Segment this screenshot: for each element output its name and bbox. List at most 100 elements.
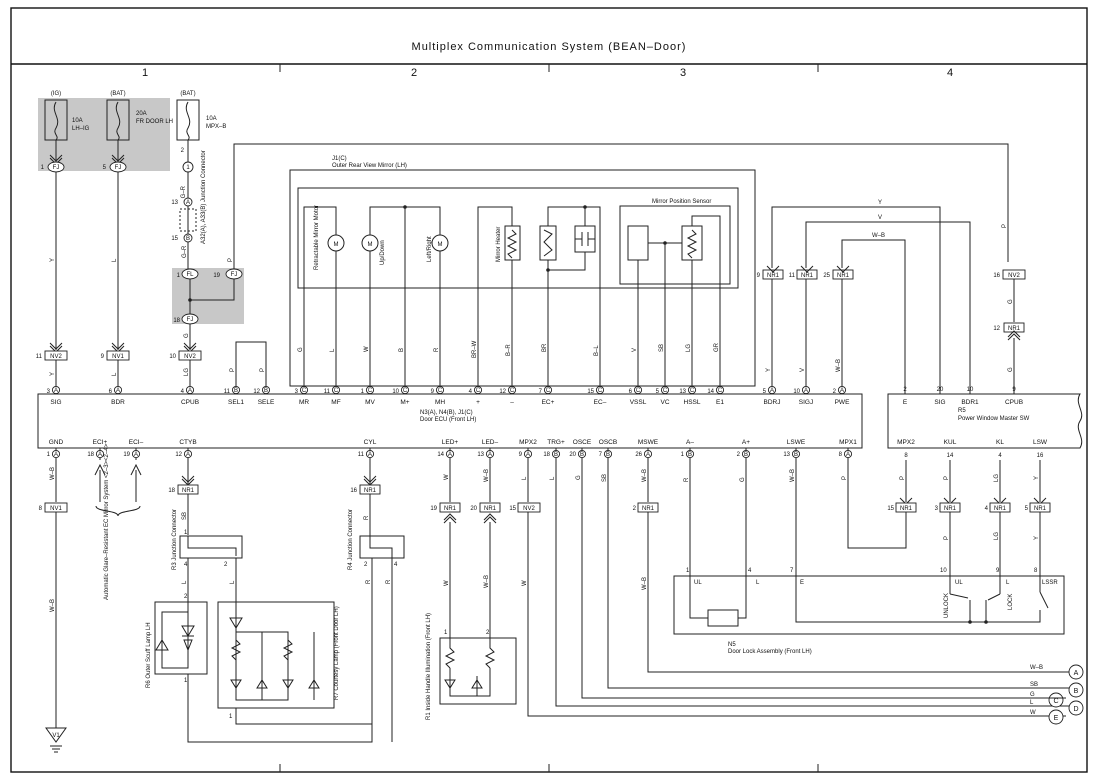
jc-pin-a: 13 [171, 200, 178, 206]
svg-text:SB: SB [1030, 682, 1038, 688]
terminal-label: MV [365, 399, 375, 406]
led-wiring: W W–B 19 NR1 20 NR1 W W–B 1 2 R1 Inside … [426, 460, 517, 720]
terminal-conn: B [606, 452, 610, 458]
svg-text:W–B: W–B [484, 575, 490, 588]
terminal-label: PWE [835, 399, 850, 406]
fuse-icon [185, 101, 191, 141]
terminal-conn: B [554, 452, 558, 458]
svg-text:R: R [366, 579, 372, 584]
svg-text:R: R [364, 515, 370, 520]
terminal-conn: B [264, 388, 268, 394]
svg-text:G: G [576, 475, 582, 480]
terminal-label: SIG [934, 399, 945, 406]
offpage-e-icon [1048, 709, 1064, 725]
svg-text:NV2: NV2 [50, 354, 62, 360]
offpage-wiring: L 15 NV2 W L G SB W–B 2 NR1 W–B W–B SB G… [509, 460, 1084, 725]
terminal-pin: 13 [783, 452, 790, 458]
svg-text:B–L: B–L [594, 345, 600, 356]
terminal-conn: A [116, 388, 120, 394]
terminal-pin: 7 [599, 452, 603, 458]
terminal-label: M+ [400, 399, 409, 406]
column-label-1: 1 [142, 67, 148, 79]
door-ecu: N3(A), N4(B), J1(C) Door ECU (Front LH) … [37, 385, 863, 460]
svg-text:A: A [1074, 670, 1079, 677]
fuse-frdoor: (BAT) 20A FR DOOR LH 5 FJ [103, 91, 173, 173]
terminal-pin: 18 [543, 452, 550, 458]
svg-text:W–B: W–B [642, 577, 648, 590]
terminal-pin: 2 [737, 452, 741, 458]
svg-text:NR1: NR1 [944, 506, 957, 512]
fuse-name: LH–IG [72, 126, 90, 132]
terminal-label: A+ [742, 439, 750, 446]
svg-text:NR1: NR1 [182, 488, 195, 494]
svg-text:W: W [1030, 710, 1036, 716]
column-label-2: 2 [411, 67, 417, 79]
svg-text:G: G [1008, 299, 1014, 304]
fuse-connector-tag: 1 [186, 165, 190, 171]
svg-text:Retractable Mirror Motor: Retractable Mirror Motor [314, 205, 320, 270]
svg-text:BR–W: BR–W [472, 340, 478, 358]
terminal-conn: C [718, 388, 723, 394]
svg-text:L: L [522, 476, 528, 480]
jc-conn-a: A [186, 200, 190, 206]
terminal-pin: 8 [904, 453, 908, 459]
terminal-label: EC+ [542, 399, 555, 406]
svg-text:NR1: NR1 [642, 506, 655, 512]
terminal-pin: 4 [181, 389, 185, 395]
mirror-name: Outer Rear View Mirror (LH) [332, 163, 407, 169]
svg-text:W: W [444, 474, 450, 480]
svg-text:Y: Y [878, 200, 882, 206]
svg-text:B–R: B–R [506, 344, 512, 356]
terminal-label: – [510, 399, 514, 406]
terminal-conn: C [510, 388, 515, 394]
column-label-3: 3 [680, 67, 686, 79]
svg-text:NR1: NR1 [837, 273, 850, 279]
terminal-conn: C [368, 388, 373, 394]
pws-bottom-wiring: P P LG Y 15 NR1 3 NR1 4 NR1 5 NR1 P LG Y [887, 460, 1051, 576]
svg-text:8: 8 [1034, 568, 1038, 574]
terminal-conn: B [688, 452, 692, 458]
svg-text:D: D [1073, 706, 1078, 713]
terminal-conn: A [368, 452, 372, 458]
svg-text:NR1: NR1 [900, 506, 913, 512]
svg-text:L: L [112, 258, 118, 262]
terminal-label: HSSL [684, 399, 701, 406]
terminal-label: + [476, 399, 480, 406]
svg-text:18: 18 [168, 488, 175, 494]
terminal-pin: 11 [224, 389, 231, 395]
terminal-pin: 13 [477, 452, 484, 458]
svg-text:NR1: NR1 [444, 506, 457, 512]
terminal-label: LED+ [442, 439, 459, 446]
svg-text:W–B: W–B [50, 467, 56, 480]
svg-text:4: 4 [748, 568, 752, 574]
svg-text:LG: LG [994, 532, 1000, 540]
svg-text:18: 18 [173, 318, 180, 324]
terminal-label: KUL [944, 439, 957, 446]
ecu-name: Door ECU (Front LH) [420, 417, 476, 423]
svg-text:NR1: NR1 [801, 273, 814, 279]
terminal-label: BDR1 [961, 399, 979, 406]
svg-text:FL: FL [186, 272, 194, 278]
terminal-pin: 7 [539, 389, 543, 395]
svg-text:16: 16 [350, 488, 357, 494]
terminal-label: KL [996, 439, 1004, 446]
terminal-pin: 12 [499, 389, 506, 395]
svg-text:Y: Y [1034, 536, 1040, 540]
terminal-conn: A [448, 452, 452, 458]
terminal-label: CPUB [1005, 399, 1023, 406]
svg-text:V: V [800, 368, 806, 372]
door-lock-assembly: R G W–B P N5 Door Lock Assembly (Front L… [673, 460, 1065, 655]
mirror-ref: J1(C) [332, 156, 347, 162]
terminal-label: EC– [594, 399, 607, 406]
fuse-supply-label: (IG) [51, 91, 61, 97]
terminal-label: MSWE [638, 439, 659, 446]
